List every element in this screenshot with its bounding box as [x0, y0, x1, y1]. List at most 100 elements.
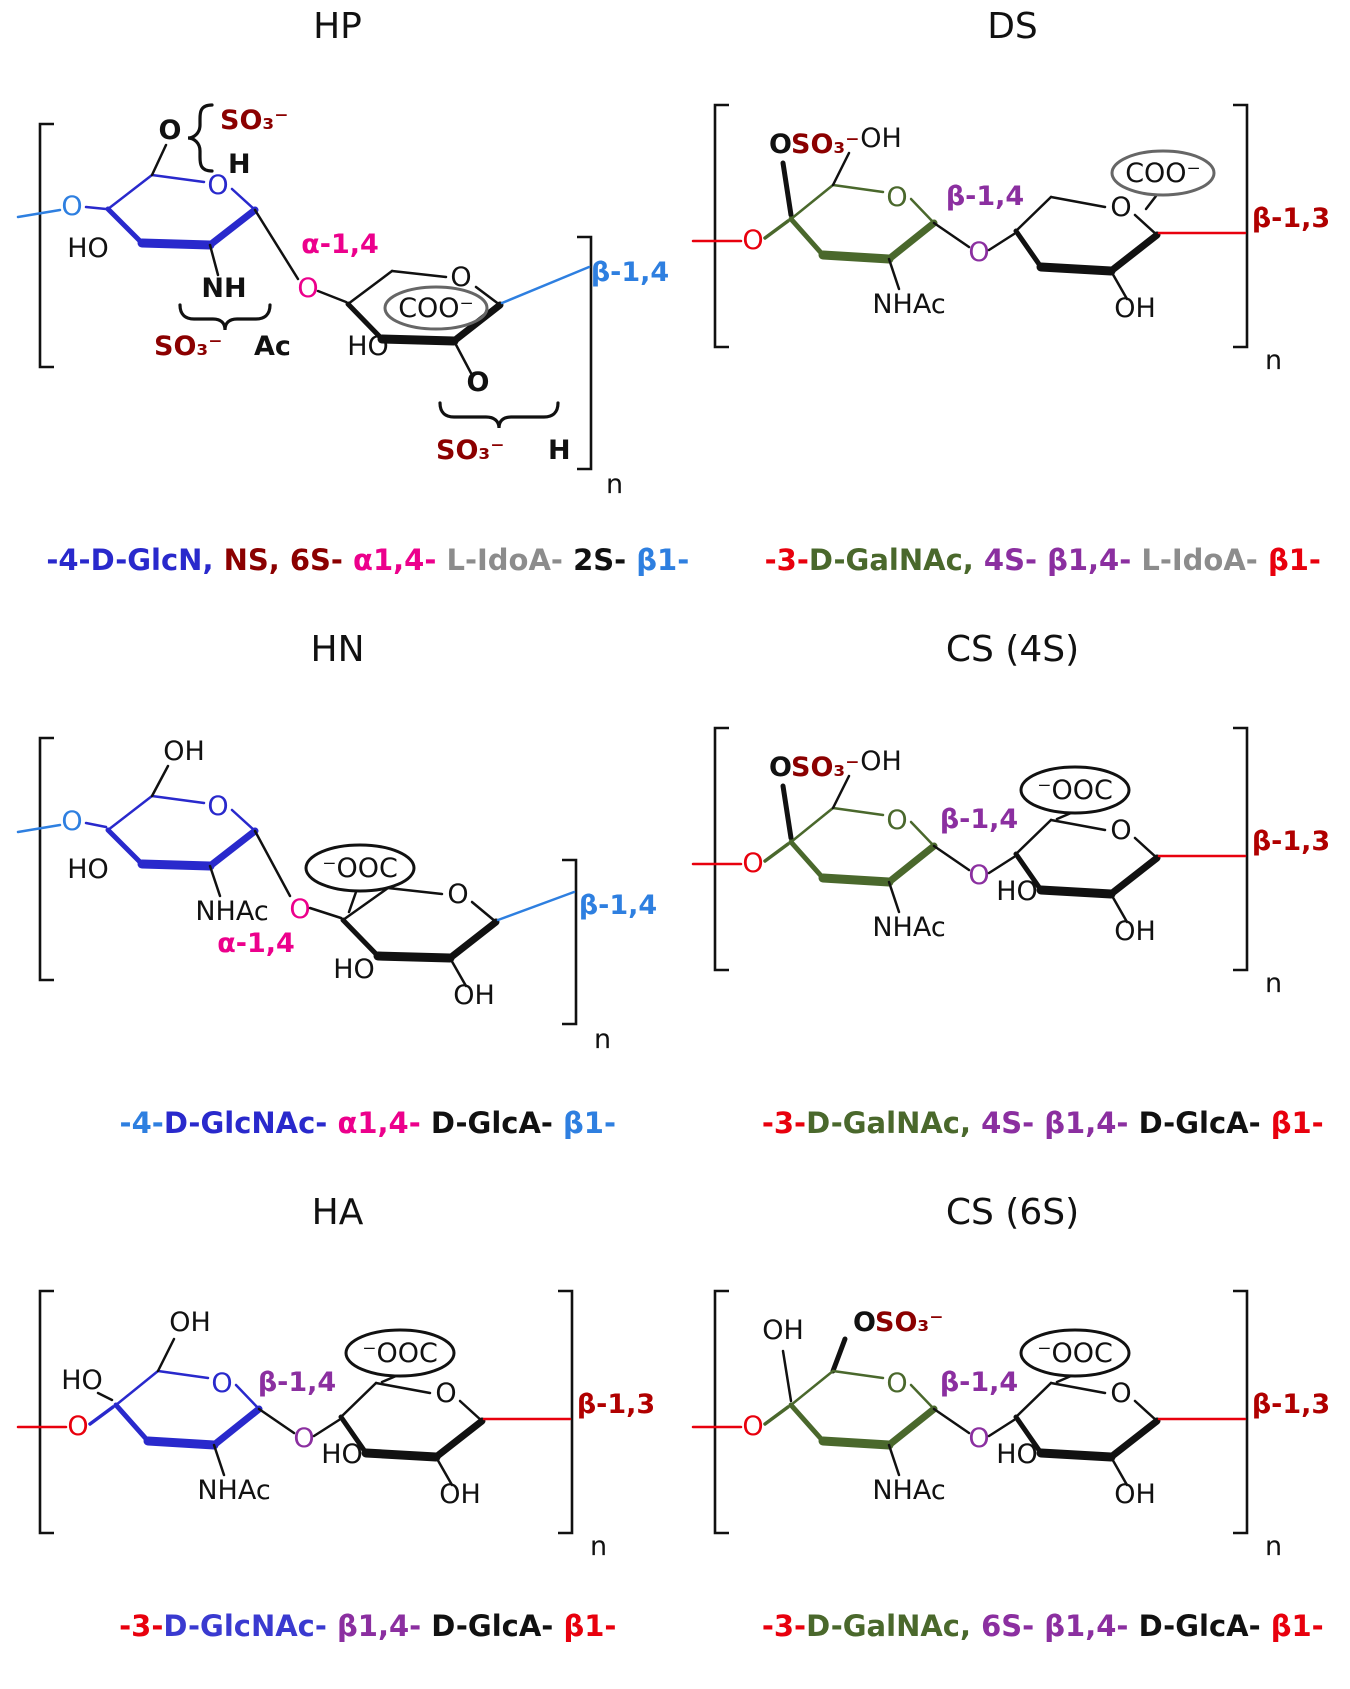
bond	[1014, 1381, 1052, 1419]
bond	[1055, 1374, 1072, 1384]
hydroxyl-label: HO	[321, 1439, 363, 1470]
bond	[84, 205, 107, 211]
linkage-label-mid: β-1,4	[939, 1367, 1017, 1398]
nhac-label: NHAc	[197, 1475, 270, 1506]
ring-oxygen-label: O	[435, 1378, 456, 1409]
bond	[106, 173, 153, 211]
bond	[818, 250, 893, 264]
bond	[150, 173, 205, 184]
panel-title: DS	[987, 6, 1038, 47]
bond	[210, 1405, 262, 1449]
bond	[1036, 885, 1115, 899]
bond	[1133, 836, 1158, 860]
hydroxyl-label: HO	[67, 854, 109, 885]
carboxylate-circle	[383, 285, 488, 331]
bond	[780, 783, 793, 841]
bond	[1133, 213, 1158, 237]
bond	[1049, 195, 1106, 209]
panel-hn: HN n O O OH HO NHAc O	[0, 623, 675, 1186]
carboxylate-circle	[344, 1328, 455, 1378]
bond	[206, 206, 258, 249]
bond	[377, 334, 458, 346]
caption-segment: D-GlcNAc-	[163, 1106, 328, 1140]
linkage-label-mid: β-1,4	[945, 181, 1023, 212]
ds-caption: -3-D-GalNAc, 4S- β1,4- L-IdoA- β1-	[704, 509, 1321, 611]
entry-oxygen-label: O	[61, 191, 82, 222]
bond	[143, 1436, 218, 1450]
bond	[1144, 194, 1157, 211]
hydroxyl-label: OH	[860, 123, 902, 154]
repeat-subscript: n	[1265, 345, 1282, 376]
hn-structure: n O O OH HO NHAc O α-1,4 ⁻OOC	[16, 736, 657, 1055]
caption-segment: 6S-	[279, 543, 343, 577]
oso3-oxygen-label: O	[769, 129, 792, 160]
bond	[1107, 1417, 1160, 1461]
bond	[230, 808, 256, 833]
repeat-subscript: n	[606, 469, 623, 500]
hydroxyl-label: OH	[762, 1315, 804, 1346]
linkage-label-right: β-1,4	[590, 257, 667, 288]
bond	[374, 1381, 431, 1395]
left-bracket	[38, 122, 54, 369]
glycosidic-oxygen-label: O	[293, 1423, 314, 1454]
caption-segment: D-GlcA-	[421, 1609, 554, 1643]
caption-segment: β1,4-	[1037, 543, 1132, 577]
bond	[830, 1336, 847, 1374]
carboxylate-label: COO⁻	[398, 293, 474, 324]
glca-ring-bonds	[1013, 818, 1160, 899]
bond	[346, 269, 393, 306]
bond	[818, 873, 893, 887]
left-bracket	[713, 1289, 729, 1535]
bond	[432, 1417, 485, 1461]
bond	[1036, 1448, 1115, 1462]
bond	[150, 794, 205, 805]
carboxylate-circle	[1019, 765, 1130, 815]
hp-caption: -4-D-GlcN, NS, 6S- α1,4- L-IdoA- 2S- β1-	[0, 509, 689, 611]
idoa-ring-bonds	[1013, 195, 1160, 276]
hydroxyl-label: HO	[67, 233, 109, 264]
oso3-sulfate-label: SO₃⁻	[875, 1307, 943, 1338]
bond	[470, 900, 497, 924]
galnac-ring-bonds	[788, 183, 937, 264]
hp-structure: n O O O SO₃⁻ H HO NH SO₃⁻ Ac	[16, 103, 668, 500]
bond	[390, 269, 447, 279]
bond	[1109, 269, 1128, 301]
hydroxyl-label: OH	[169, 1307, 211, 1338]
left-bracket	[38, 1289, 54, 1535]
caption-segment: D-GlcNAc-	[163, 1609, 327, 1643]
so3-label: SO₃⁻	[436, 435, 504, 466]
bond	[16, 208, 61, 219]
bond	[788, 216, 825, 258]
panel-cs4: CS (4S) n O O SO₃⁻ O OH NHAc	[675, 623, 1350, 1186]
ring-oxygen-label: O	[450, 262, 471, 293]
bond	[150, 764, 169, 798]
caption-segment: β1-	[553, 1609, 617, 1643]
caption-segment: NS,	[213, 543, 280, 577]
caption-segment: α1,4-	[327, 1106, 421, 1140]
bond	[361, 1448, 440, 1462]
bond	[84, 821, 107, 829]
repeat-subscript: n	[1265, 1531, 1282, 1562]
bond	[987, 232, 1015, 252]
caption-segment: D-GalNAc,	[806, 1609, 971, 1643]
bond	[1107, 231, 1160, 275]
bond	[458, 1399, 483, 1423]
caption-segment: -3-	[761, 1609, 807, 1643]
left-bracket	[713, 726, 729, 972]
hydroxyl-label: OH	[860, 746, 902, 777]
linkage-label-right: β-1,3	[1251, 826, 1329, 857]
panel-title: HA	[311, 1192, 364, 1233]
bond	[446, 918, 499, 962]
hydroxyl-label: HO	[996, 876, 1038, 907]
bond	[1049, 818, 1106, 832]
caption-segment: β1-	[552, 1106, 617, 1140]
caption-segment: β1-	[1257, 543, 1321, 577]
bond	[1013, 851, 1043, 893]
hydroxyl-label: OH	[1114, 293, 1156, 324]
nhac-label: NHAc	[195, 896, 268, 927]
ds-structure: n O O SO₃⁻ O OH NHAc O β-1,4	[691, 103, 1330, 376]
caption-segment: β1,4-	[1034, 1609, 1129, 1643]
ring-oxygen-label: O	[1110, 815, 1131, 846]
bond	[831, 774, 850, 810]
